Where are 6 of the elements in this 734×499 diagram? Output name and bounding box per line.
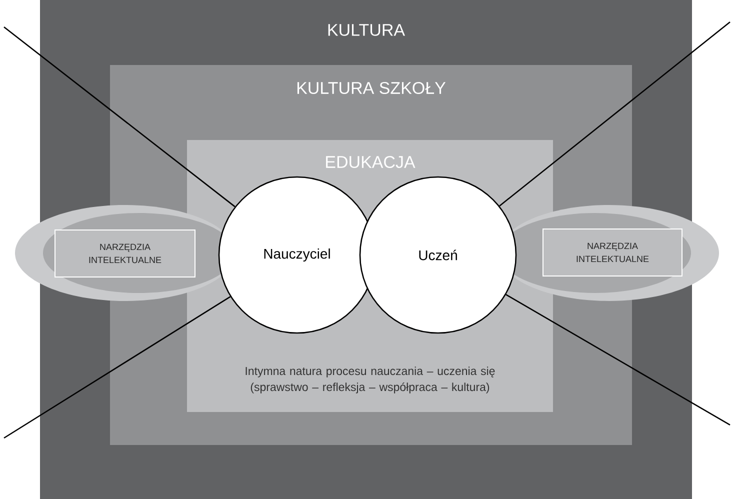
- line: [4, 26, 236, 208]
- line: [506, 294, 730, 426]
- label-box: NARZĘDZIA INTELEKTUALNE: [54, 230, 196, 278]
- label-box: NARZĘDZIA INTELEKTUALNE: [542, 228, 682, 276]
- line: [4, 296, 231, 439]
- line: [499, 21, 730, 206]
